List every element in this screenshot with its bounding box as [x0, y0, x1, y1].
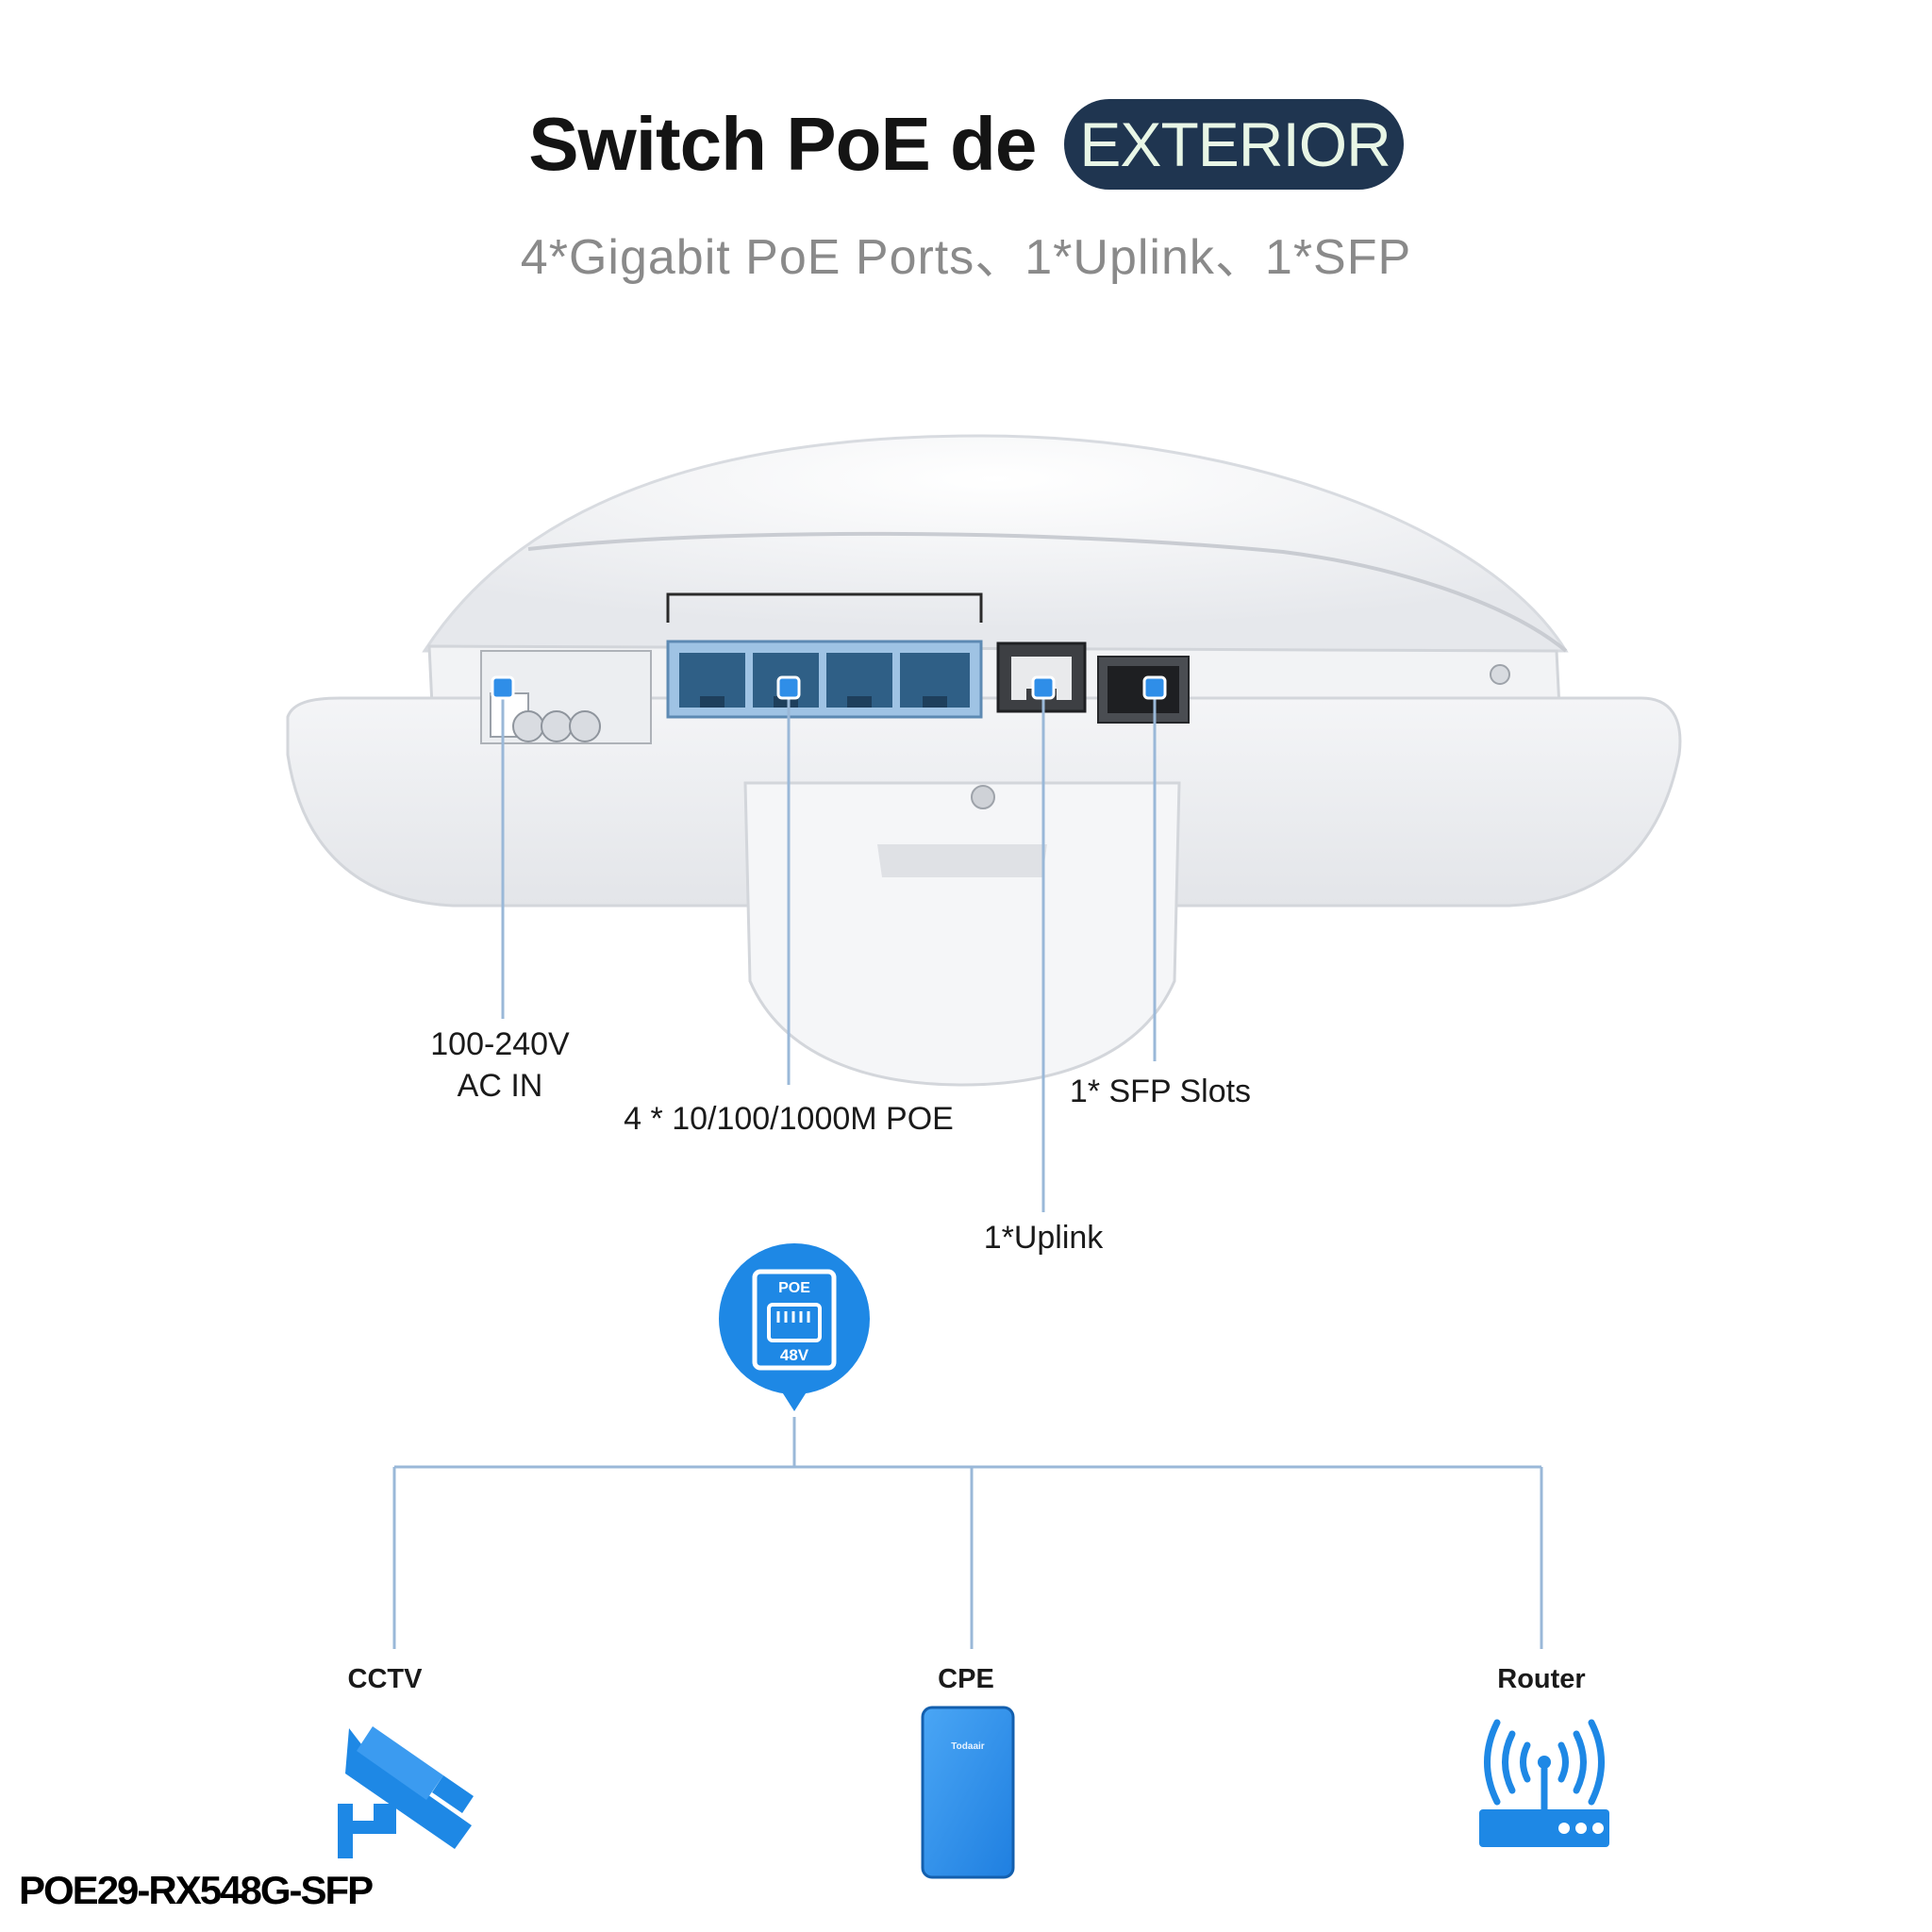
callout-power-line2: AC IN: [457, 1068, 543, 1104]
cpe-device-icon: Todaair: [921, 1706, 1015, 1879]
callout-power-line1: 100-240V: [430, 1026, 570, 1062]
title-highlight-pill: EXTERIOR: [1064, 99, 1404, 190]
rj45-port-icon: [767, 1303, 822, 1342]
lid-edge-highlight: [527, 531, 1568, 653]
router-icon: [1479, 1719, 1609, 1847]
cpe-brand-text: Todaair: [951, 1741, 984, 1752]
callout-lines: [501, 689, 1157, 1212]
mount-bracket-slot: [877, 844, 1047, 877]
callout-uplink-label: 1*Uplink: [983, 1220, 1104, 1256]
mount-bracket: [743, 781, 1181, 1087]
device-label-cctv: CCTV: [347, 1664, 423, 1694]
poe-badge-top-text: POE: [778, 1280, 810, 1296]
callout-dots: [491, 675, 1167, 700]
poe-port-3: [826, 653, 892, 708]
poe-port-1: [679, 653, 745, 708]
device-label-router: Router: [1497, 1664, 1586, 1694]
callout-power-label: 100-240V AC IN: [406, 1024, 594, 1107]
poe-badge-bottom-text: 48V: [780, 1346, 809, 1364]
poe-48v-badge: POE 48V: [719, 1243, 870, 1411]
lid-screw: [1490, 664, 1510, 685]
callout-poe-ports-label: 4 * 10/100/1000M POE: [624, 1101, 954, 1137]
page-header: Switch PoE de EXTERIOR: [0, 83, 1932, 206]
device-label-cpe: CPE: [938, 1664, 994, 1694]
bracket-screw: [971, 785, 995, 809]
switch-dome-lid: [422, 434, 1569, 653]
page-subtitle: 4*Gigabit PoE Ports、1*Uplink、1*SFP: [520, 230, 1412, 285]
poe-switch-device: [286, 434, 1682, 1212]
cctv-camera-icon: [338, 1726, 474, 1858]
callout-sfp-label: 1* SFP Slots: [1069, 1074, 1252, 1109]
poe-port-4: [900, 653, 970, 708]
model-number: POE29-RX548G-SFP: [19, 1868, 374, 1912]
distribution-tree-lines: [392, 1417, 1543, 1649]
page-title: Switch PoE de: [528, 102, 1037, 186]
